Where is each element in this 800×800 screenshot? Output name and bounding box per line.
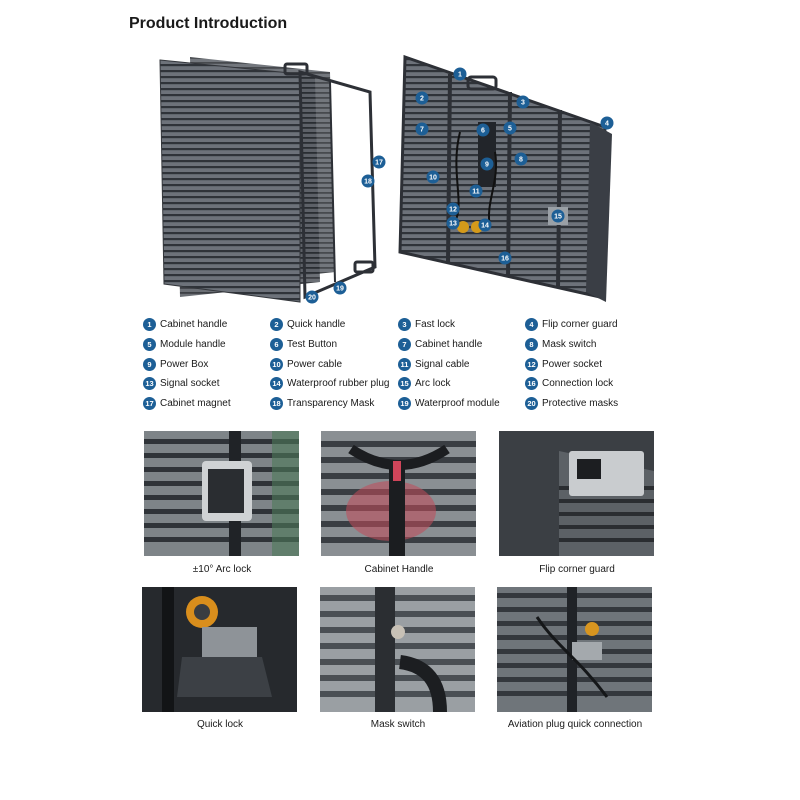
legend-label: Quick handle (287, 319, 346, 330)
legend-label: Cabinet magnet (160, 398, 231, 409)
number-badge: 4 (525, 318, 538, 331)
number-badge: 2 (270, 318, 283, 331)
legend-label: Waterproof rubber plug (287, 378, 390, 389)
legend-item: 6 Test Button (270, 338, 337, 351)
svg-text:13: 13 (449, 221, 457, 228)
product-exploded-diagram: 1 2 3 4 5 6 7 8 9 10 11 12 13 14 15 16 1… (159, 54, 614, 304)
legend-label: Power cable (287, 359, 343, 370)
legend-item: 18 Transparency Mask (270, 397, 374, 410)
svg-text:9: 9 (485, 162, 489, 169)
svg-text:15: 15 (554, 214, 562, 221)
legend-label: Fast lock (415, 319, 456, 330)
svg-text:7: 7 (420, 127, 424, 134)
legend-item: 5 Module handle (143, 338, 226, 351)
number-badge: 17 (143, 397, 156, 410)
svg-text:5: 5 (508, 126, 512, 133)
photo-cabinet-handle (321, 431, 476, 556)
legend-label: Arc lock (415, 378, 451, 389)
caption-aviation-plug: Aviation plug quick connection (507, 719, 643, 730)
caption-mask-switch: Mask switch (370, 719, 426, 730)
legend-label: Cabinet handle (415, 339, 483, 350)
number-badge: 8 (525, 338, 538, 351)
svg-text:14: 14 (481, 223, 489, 230)
svg-text:18: 18 (364, 179, 372, 186)
legend-item: 20 Protective masks (525, 397, 618, 410)
number-badge: 10 (270, 358, 283, 371)
photo-quick-lock (142, 587, 297, 712)
legend-item: 4 Flip corner guard (525, 318, 618, 331)
legend-label: Protective masks (542, 398, 619, 409)
legend-item: 13 Signal socket (143, 377, 219, 390)
svg-text:2: 2 (420, 96, 424, 103)
legend-item: 16 Connection lock (525, 377, 613, 390)
number-badge: 11 (398, 358, 411, 371)
photo-arc-lock (144, 431, 299, 556)
svg-text:16: 16 (501, 256, 509, 263)
caption-flip-corner-guard: Flip corner guard (539, 564, 615, 575)
svg-text:6: 6 (481, 128, 485, 135)
svg-text:11: 11 (472, 189, 480, 196)
number-badge: 5 (143, 338, 156, 351)
legend-item: 19 Waterproof module (398, 397, 500, 410)
svg-text:3: 3 (521, 100, 525, 107)
legend-item: 7 Cabinet handle (398, 338, 482, 351)
svg-text:4: 4 (605, 121, 609, 128)
legend-item: 14 Waterproof rubber plug (270, 377, 389, 390)
svg-text:8: 8 (519, 157, 523, 164)
photo-aviation-plug (497, 587, 652, 712)
svg-text:12: 12 (449, 207, 457, 214)
legend-item: 9 Power Box (143, 358, 208, 371)
number-badge: 9 (143, 358, 156, 371)
number-badge: 1 (143, 318, 156, 331)
legend-label: Signal cable (415, 359, 470, 370)
number-badge: 3 (398, 318, 411, 331)
number-badge: 19 (398, 397, 411, 410)
number-badge: 7 (398, 338, 411, 351)
page-title: Product Introduction (129, 15, 288, 32)
number-badge: 13 (143, 377, 156, 390)
caption-arc-lock: ±10° Arc lock (192, 564, 252, 575)
legend-label: Signal socket (160, 378, 220, 389)
legend-label: Waterproof module (415, 398, 500, 409)
legend-label: Mask switch (542, 339, 597, 350)
legend-item: 1 Cabinet handle (143, 318, 227, 331)
svg-text:17: 17 (375, 160, 383, 167)
number-badge: 14 (270, 377, 283, 390)
legend-label: Test Button (287, 339, 338, 350)
legend-item: 10 Power cable (270, 358, 342, 371)
legend-item: 15 Arc lock (398, 377, 451, 390)
svg-text:20: 20 (308, 295, 316, 302)
number-badge: 15 (398, 377, 411, 390)
legend-item: 3 Fast lock (398, 318, 455, 331)
legend-label: Connection lock (542, 378, 614, 389)
number-badge: 12 (525, 358, 538, 371)
number-badge: 18 (270, 397, 283, 410)
photo-mask-switch (320, 587, 475, 712)
legend-label: Transparency Mask (287, 398, 375, 409)
number-badge: 20 (525, 397, 538, 410)
legend-label: Flip corner guard (542, 319, 618, 330)
legend-item: 11 Signal cable (398, 358, 469, 371)
legend-item: 2 Quick handle (270, 318, 345, 331)
legend-label: Module handle (160, 339, 226, 350)
number-badge: 16 (525, 377, 538, 390)
legend-label: Power socket (542, 359, 603, 370)
svg-text:10: 10 (429, 175, 437, 182)
number-badge: 6 (270, 338, 283, 351)
legend-item: 12 Power socket (525, 358, 602, 371)
caption-quick-lock: Quick lock (196, 719, 244, 730)
svg-text:1: 1 (458, 72, 462, 79)
legend-item: 17 Cabinet magnet (143, 397, 231, 410)
legend-label: Power Box (160, 359, 209, 370)
caption-cabinet-handle: Cabinet Handle (364, 564, 434, 575)
diagram-callouts: 1 2 3 4 5 6 7 8 9 10 11 12 13 14 15 16 1… (305, 67, 614, 304)
legend-item: 8 Mask switch (525, 338, 596, 351)
photo-flip-corner-guard (499, 431, 654, 556)
svg-text:19: 19 (336, 286, 344, 293)
legend-label: Cabinet handle (160, 319, 228, 330)
